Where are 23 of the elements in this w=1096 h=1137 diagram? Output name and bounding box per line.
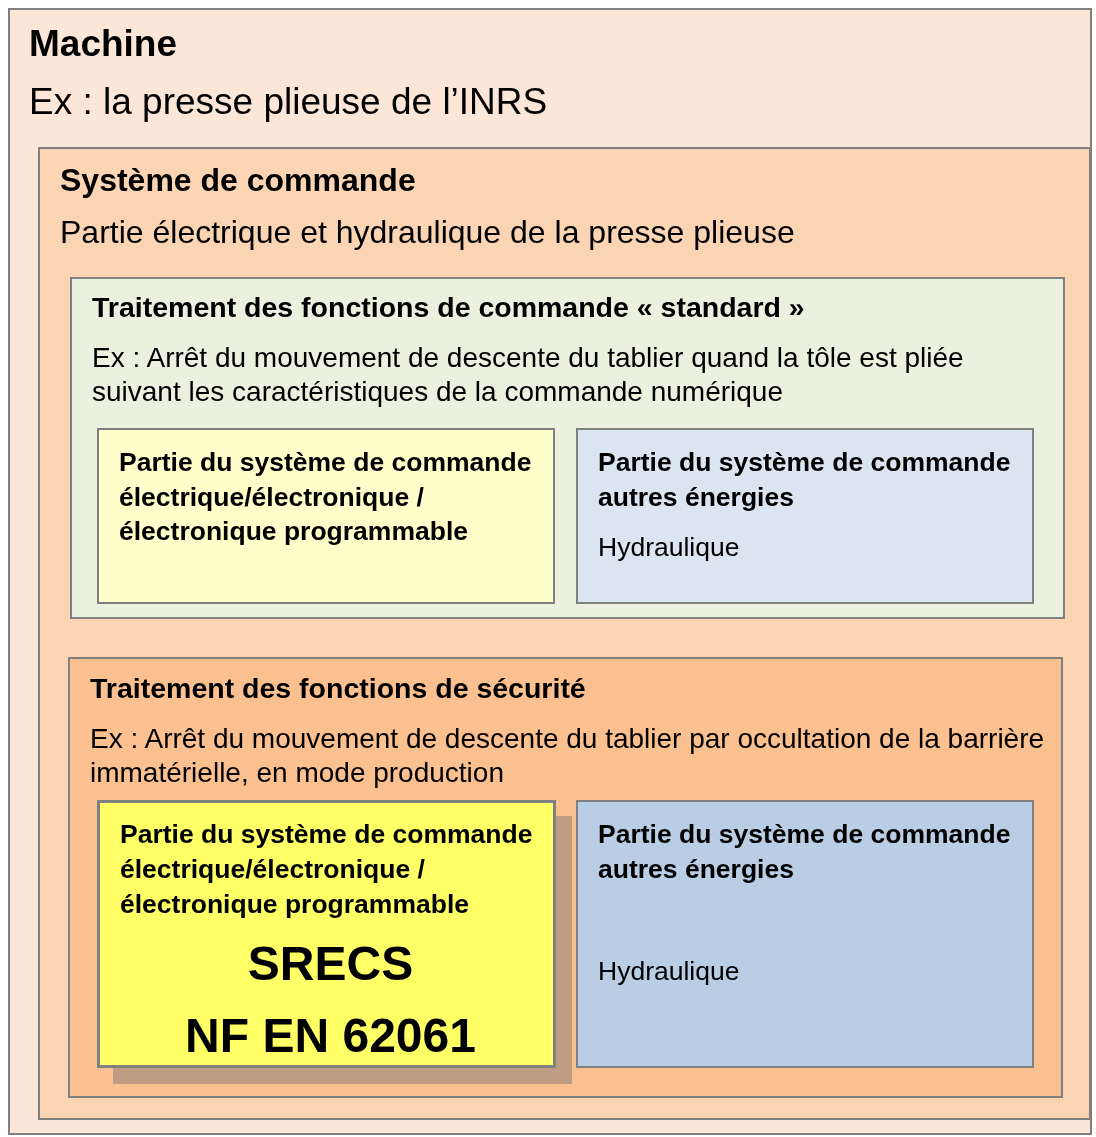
box-text: Partie électrique et hydraulique de la presse plieuse: [60, 215, 796, 249]
nested-box: [38, 147, 1091, 1120]
box-text: Hydraulique: [598, 531, 741, 564]
nested-box: [97, 428, 555, 604]
nested-box: [576, 800, 1034, 1068]
box-heading: Partie du système de commande autres énergies: [598, 818, 1012, 886]
nested-box: [68, 657, 1063, 1098]
box-heading: Traitement des fonctions de sécurité: [90, 673, 587, 703]
box-text: Ex : Arrêt du mouvement de descente du tablier par occultation de la barrière immatérielle, en mode production: [90, 722, 1046, 790]
box-heading: Machine: [29, 24, 179, 64]
box-heading: Traitement des fonctions de commande « standard »: [92, 292, 806, 322]
box-heading: Partie du système de commande électrique/électronique /électronique programmable: [120, 818, 534, 921]
nested-box: [8, 8, 1092, 1135]
box-text: Ex : la presse plieuse de l’INRS: [29, 82, 549, 122]
box-text: Ex : Arrêt du mouvement de descente du tablier quand la tôle est pliée suivant les caractéristiques de la commande numérique: [92, 341, 965, 409]
box-text: Hydraulique: [598, 955, 741, 988]
nested-box: [70, 277, 1065, 619]
box-text: SRECS: [246, 936, 415, 992]
box-heading: Système de commande: [60, 163, 417, 197]
box-heading: Partie du système de commande autres énergies: [598, 446, 1012, 514]
nested-box: [576, 428, 1034, 604]
box-text: NF EN 62061: [184, 1008, 477, 1064]
box-heading: Partie du système de commande électrique/électronique /électronique programmable: [119, 446, 533, 548]
